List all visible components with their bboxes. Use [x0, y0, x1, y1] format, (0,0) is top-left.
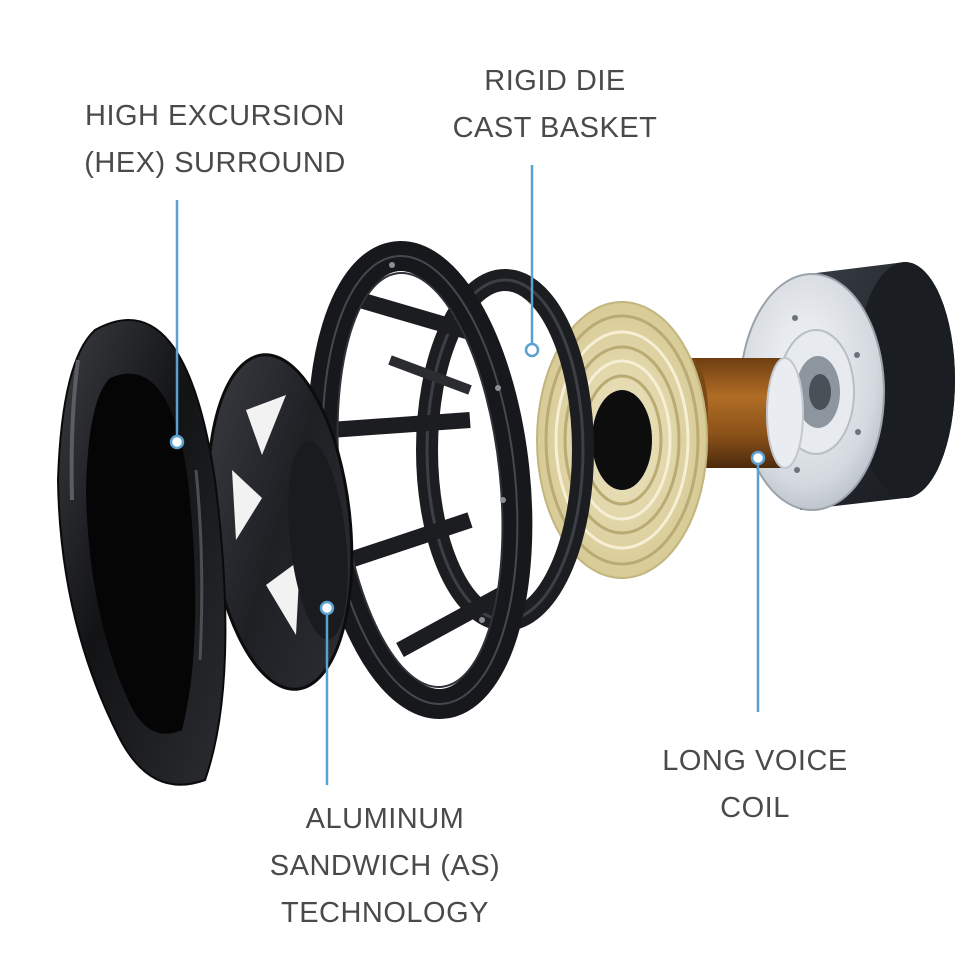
label-basket-line2: CAST BASKET [452, 112, 658, 144]
label-basket-line1: RIGID DIE [484, 65, 626, 97]
label-as-technology-line3: TECHNOLOGY [280, 897, 490, 929]
leader-dot-hex [169, 434, 185, 450]
label-voice-coil-line1: LONG VOICE [662, 745, 848, 777]
leader-dot-as [319, 600, 335, 616]
label-as-technology-line2: SANDWICH (AS) [269, 850, 501, 882]
label-as-technology-line1: ALUMINUM [305, 803, 465, 835]
leader-dot-basket [524, 342, 540, 358]
label-hex-surround-line2: (HEX) SURROUND [84, 147, 346, 179]
label-voice-coil-line2: COIL [720, 792, 790, 824]
label-hex-surround: HIGH EXCURSION (HEX) SURROUND [60, 93, 370, 187]
label-hex-surround-line1: HIGH EXCURSION [85, 100, 345, 132]
label-as-technology: ALUMINUM SANDWICH (AS) TECHNOLOGY [230, 796, 540, 937]
leader-dot-coil [750, 450, 766, 466]
label-basket: RIGID DIE CAST BASKET [420, 58, 690, 152]
leader-lines [169, 165, 766, 785]
label-voice-coil: LONG VOICE COIL [620, 738, 890, 832]
surround [56, 319, 227, 786]
